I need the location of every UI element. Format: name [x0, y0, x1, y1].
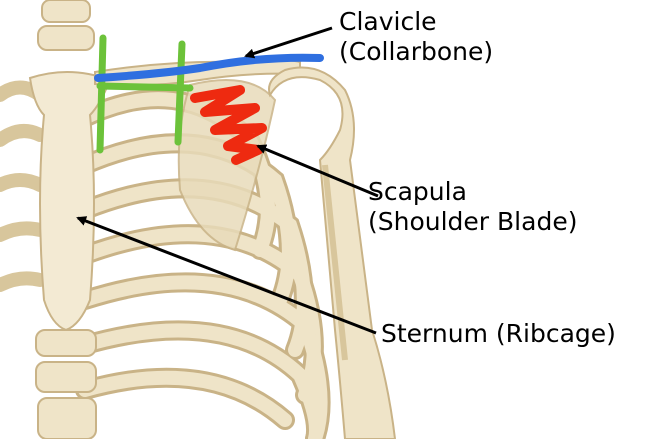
scapula-label: Scapula (Shoulder Blade) — [368, 177, 577, 237]
scapula-highlight — [190, 85, 267, 165]
clavicle-arrow — [244, 26, 333, 59]
humerus-bone — [268, 66, 397, 439]
scapula-arrow — [256, 144, 379, 198]
clavicle-label: Clavicle (Collarbone) — [339, 7, 493, 67]
left-ribs — [0, 80, 47, 292]
scapula-label-line2: (Shoulder Blade) — [368, 207, 578, 236]
scapula-label-line1: Scapula — [368, 177, 467, 206]
sternum-label-line1: Sternum (Ribcage) — [381, 319, 616, 348]
clavicle-label-line1: Clavicle — [339, 7, 437, 36]
spine — [35, 0, 97, 439]
sternum-label: Sternum (Ribcage) — [381, 319, 616, 349]
clavicle-highlight — [94, 53, 324, 82]
scapula-bone — [177, 79, 277, 252]
clavicle-label-line2: (Collarbone) — [339, 37, 494, 66]
green-marker-lines — [96, 34, 194, 154]
sternum-arrow — [76, 216, 377, 335]
